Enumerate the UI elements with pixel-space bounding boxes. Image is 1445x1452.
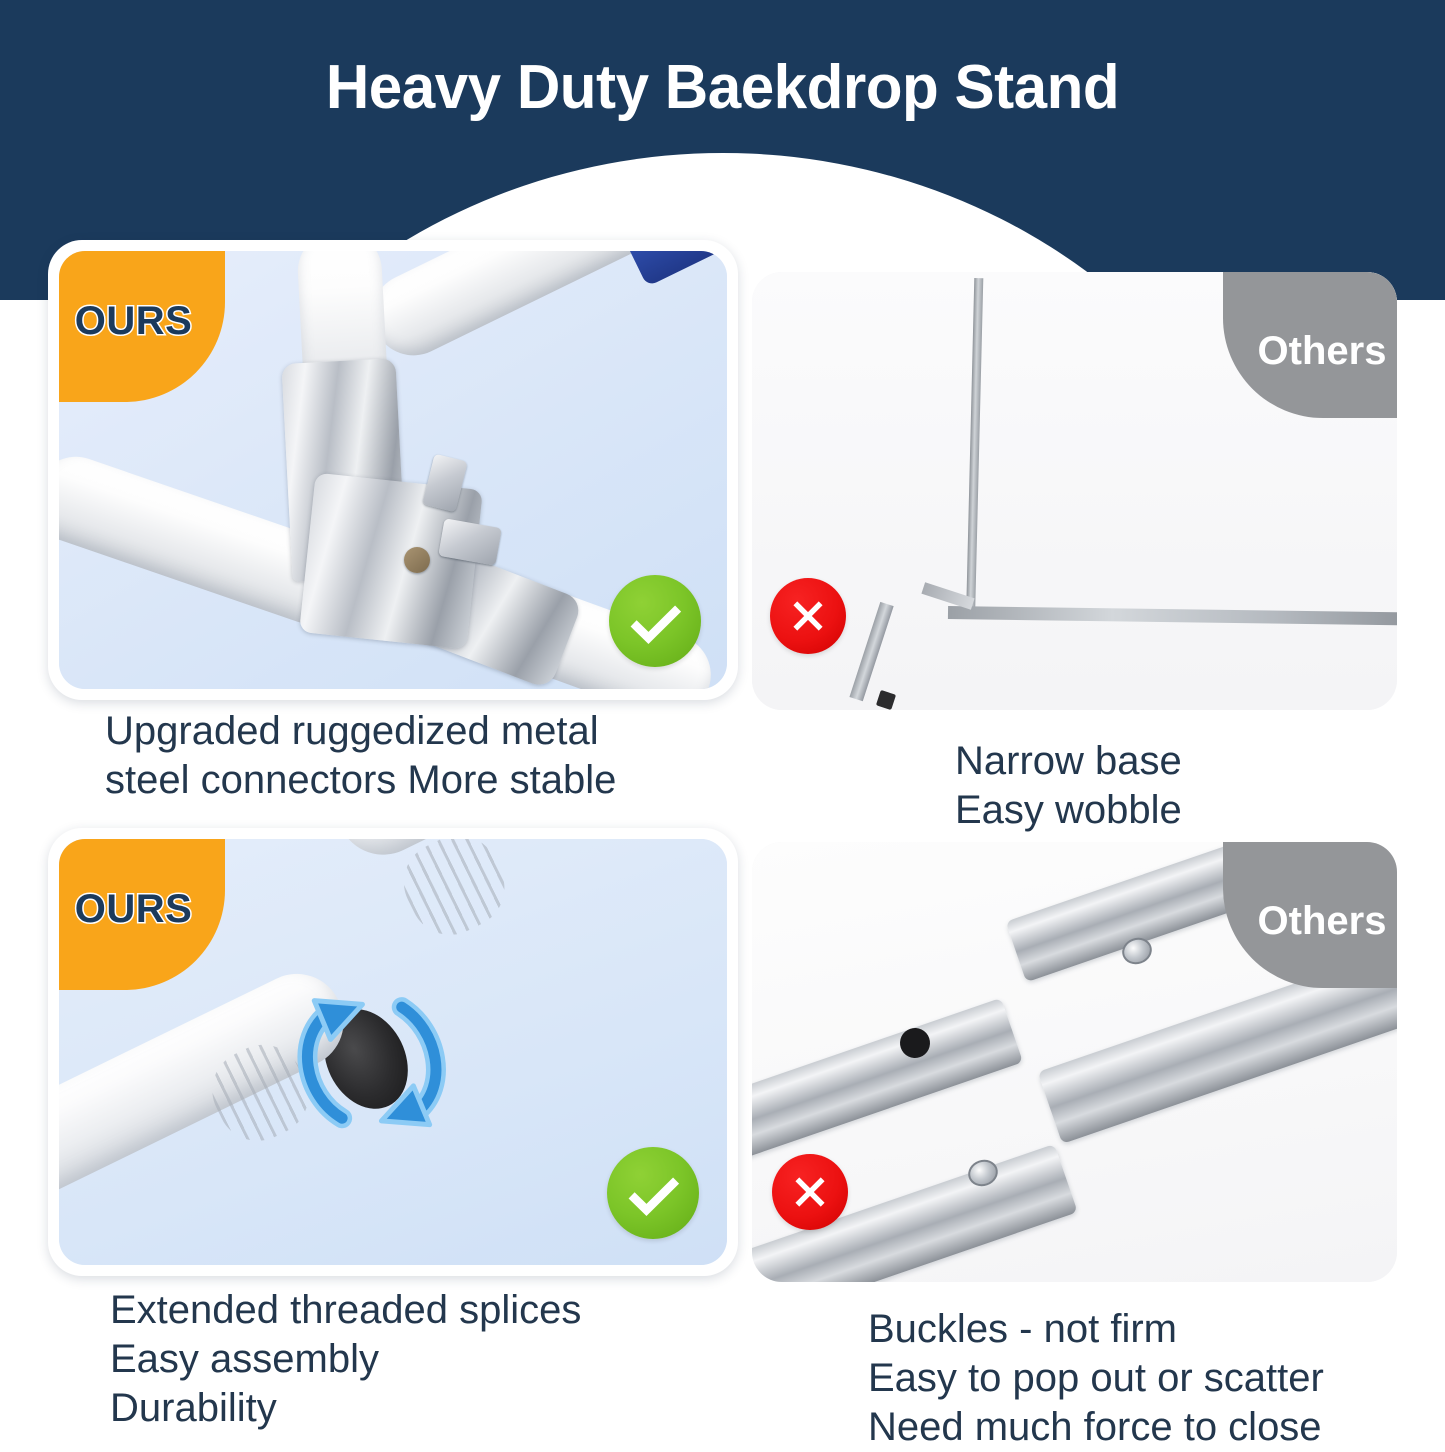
stand-upright-bar (966, 277, 984, 619)
others-card-frame: Others (752, 842, 1397, 1282)
bolt-brass (404, 547, 430, 573)
pole-blue-tip (610, 251, 727, 287)
caption-ours-connector: Upgraded ruggedized metal steel connecto… (105, 709, 617, 802)
caption-others-buckles: Buckles - not firm Easy to pop out or sc… (868, 1307, 1324, 1449)
caption-others-narrow-base: Narrow base Easy wobble (955, 739, 1182, 832)
stand-crossbar (947, 606, 1397, 626)
page-title: Heavy Duty Baekdrop Stand (325, 53, 1120, 122)
ours-splice-photo: OURS (59, 839, 727, 1265)
cross-mark-icon (770, 578, 846, 654)
card-others-narrow-base[interactable]: Others (752, 272, 1397, 710)
ours-connector-photo: OURS (59, 251, 727, 689)
ours-card-frame: OURS (48, 828, 738, 1276)
thread-grooves-upper (390, 839, 518, 949)
card-ours-connector[interactable]: OURS (48, 240, 738, 700)
ours-card-frame: OURS (48, 240, 738, 700)
comparison-grid: OURS Upgraded ruggedized metal steel con… (48, 240, 1397, 1449)
caption-ours-threaded-splice: Extended threaded splices Easy assembly … (110, 1288, 582, 1430)
card-others-buckles[interactable]: Others (752, 842, 1397, 1282)
others-card-frame: Others (752, 272, 1397, 710)
card-ours-threaded-splice[interactable]: OURS (48, 828, 738, 1276)
pole-upper-section (319, 839, 727, 871)
check-mark-icon (607, 1147, 699, 1239)
stand-foot-cap (875, 689, 897, 710)
stand-foot-front (849, 601, 894, 702)
cross-mark-icon (772, 1154, 848, 1230)
rotation-arrow-icon (297, 997, 446, 1129)
check-mark-icon (609, 575, 701, 667)
tube-upper-left (752, 997, 1024, 1167)
